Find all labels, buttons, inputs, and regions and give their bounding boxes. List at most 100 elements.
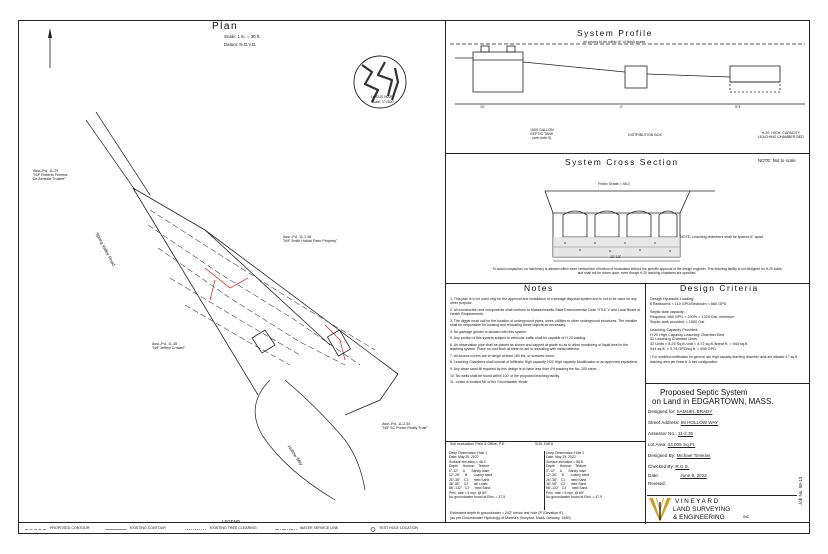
cross-section-title: System Cross Section xyxy=(565,157,679,167)
plan-title: Plan xyxy=(212,21,239,32)
divider-profile-bottom xyxy=(445,153,810,154)
field-revised: Revised: xyxy=(648,481,666,486)
company-suffix: INC. xyxy=(743,515,751,519)
criteria-line: 32 Leaching Chamber Units xyxy=(650,337,698,342)
divider-cross-bottom xyxy=(445,283,810,284)
field-designed-by: Designed By: Michael Tomkins xyxy=(648,453,711,458)
north-arrow-icon xyxy=(48,28,52,68)
criteria-line: 32 Units × 8.25 Sq.ft./unit = 4.72 sq.ft… xyxy=(650,342,749,347)
note-item: 10. No wells shall be found within 100' … xyxy=(450,373,560,378)
criteria-line: Leaching Capacity Provided: xyxy=(650,327,699,332)
soil-obs-hole-2: Deep Observation Hole 2 Date: May 25, 20… xyxy=(546,451,603,500)
criteria-line: Required: 660 GPD × 200% = 1320 Gal. min… xyxy=(650,314,735,319)
cross-section-note: NOTE: Not to scale xyxy=(758,158,796,163)
soil-obs-hole-1: Deep Observation Hole 1 Date: May 25, 20… xyxy=(449,451,506,500)
field-street-address: Street Address: 69 HOLLOW WAY xyxy=(648,420,719,425)
road-edges xyxy=(85,111,366,501)
note-item: 9. Any clean sand fill required by this … xyxy=(450,367,598,371)
note-item: 7. All access covers are to weigh at lea… xyxy=(450,353,555,358)
divider-plan-right xyxy=(445,20,446,522)
legend-item: WATER SERVICE LINE xyxy=(300,526,339,530)
divider-soil-holes xyxy=(544,451,545,510)
criteria-line: * For modified certification for general… xyxy=(650,355,798,364)
parcel-label-3: Assr.-Pcl. 11-35 "N/F Jeffrey Crowell" xyxy=(152,342,186,350)
legend-item: TEST HOLE LOCATION xyxy=(379,526,419,530)
plan-scale: Scale: 1 in. = 30 ft. xyxy=(224,34,261,39)
notes-list: 1. This plan is to be used only for the … xyxy=(450,297,642,387)
soil-heading-2: SOIL DATA xyxy=(535,442,554,446)
note-item: 5. Any portion of this system subject to… xyxy=(450,336,587,341)
legend-item: EXISTING TREE CLEARING xyxy=(210,526,257,530)
field-assessor-no: Assessor No.: 11-2.35 xyxy=(648,431,694,436)
cross-finish-grade: Finish Grade = 48.0 xyxy=(598,182,630,186)
field-date: Date: June 9, 2022 xyxy=(648,473,707,478)
note-item: 4. No garbage grinder is allowed with th… xyxy=(450,329,528,334)
company-line-3: & ENGINEERING xyxy=(673,514,725,521)
company-logo: VINEYARD LAND SURVEYING & ENGINEERING IN… xyxy=(647,495,797,523)
note-item: 11. Lease is located 56' of the Groundwa… xyxy=(450,380,529,385)
field-checked-by: Checked By: R.G.S. xyxy=(648,464,690,469)
note-item: 8. Leaching Chambers shall consist of In… xyxy=(450,360,638,365)
locus-title: LOCUS MAP xyxy=(371,95,393,99)
proposed-structures xyxy=(251,329,352,357)
profile-title: System Profile xyxy=(577,28,653,38)
legend-symbols xyxy=(25,527,376,532)
legend-item: EXISTING CONTOUR xyxy=(130,526,166,530)
job-number: Job No. 08-13 xyxy=(798,476,803,505)
note-item: 6. An observation pipe shall be placed a… xyxy=(450,342,629,352)
legend-title: LEGEND xyxy=(222,519,241,524)
profile-chamber-label: H-20 HIGH CAPACITY LEACHING CHAMBER BED xyxy=(758,131,804,139)
profile-cover-note: all covers to be within 6" of finish gra… xyxy=(583,40,646,44)
criteria-title: Design Criteria xyxy=(680,283,759,293)
parcel-label-4: Assr.-Pcl. 11-2.34 "N/F SC Prince Realty… xyxy=(382,422,428,430)
criteria-line: Septic tank capacity: xyxy=(650,309,685,314)
title-line-2: on Land in EDGARTOWN, MASS. xyxy=(652,397,774,406)
cross-caption: To avoid compaction, no machinery is all… xyxy=(492,267,782,276)
profile-dim-3: 5'/1' xyxy=(735,105,742,109)
profile-dim-1: 10' xyxy=(480,105,485,109)
profile-dim-2: 2' xyxy=(620,105,623,109)
sheet-border xyxy=(18,20,810,534)
divider-legend xyxy=(18,522,810,523)
note-item: 1. This plan is to be used only for the … xyxy=(450,297,637,306)
divider-soil-top xyxy=(445,441,645,442)
criteria-lines: Design Hydraulic Loading: 6 Bedrooms × 1… xyxy=(650,297,806,364)
soil-footer-1: Estimated depth to groundwater = 242" be… xyxy=(450,511,564,515)
divider-criteria-title xyxy=(645,383,810,384)
soil-footer-2: (as per Groundwater Hydrology of Martha'… xyxy=(450,516,571,520)
field-designed-for: Designed for: SAMUEL BRADY xyxy=(648,409,713,414)
legend-row: PROPOSED CONTOUR EXISTING CONTOUR EXISTI… xyxy=(25,526,445,533)
parcel-label-1: Assr.-Pcl. 11-29 "N/F Roberto Ferreira D… xyxy=(33,169,68,181)
system-profile-drawing xyxy=(450,43,805,105)
plan-datum: Datum: N.G.V.D. xyxy=(224,42,257,47)
cross-section-drawing xyxy=(544,190,715,262)
soil-heading: Soil evaluation: Field & Office, P.E. xyxy=(450,442,506,446)
criteria-line: 944 sq.ft. × 0.74 GPD/sq.ft. = 698 GPD xyxy=(650,347,716,352)
title-fields: Designed for: SAMUEL BRADY Street Addres… xyxy=(648,409,808,493)
criteria-line: Design Hydraulic Loading: xyxy=(650,297,695,301)
property-lines xyxy=(132,187,399,416)
note-item: 2. All construction and components shall… xyxy=(450,307,641,317)
parcel-label-2: Assr.-Pcl. 11-2.38 "N/F Smith Hollow Far… xyxy=(283,235,338,243)
field-lot-area: Lot Area: 44,005 Sq.Ft. xyxy=(648,442,696,447)
criteria-line: H-20 High Capacity Leaching Chamber Bed xyxy=(650,332,724,337)
legend-item: PROPOSED CONTOUR xyxy=(50,526,90,530)
cross-chamber-note: NOTE: Leaching chambers shall be spaced … xyxy=(680,235,764,239)
profile-tank-label: 1500 GALLON SEPTIC TANK (see note 5) xyxy=(530,128,554,140)
locus-scale: Scale: 1"=500' xyxy=(371,100,395,104)
cross-width-dim: 12'-10" xyxy=(610,255,622,259)
criteria-line: Septic tank provided = 1500 Gal. xyxy=(650,319,706,324)
criteria-line: 6 Bedrooms × 110 GPD/Bedroom = 660 GPD xyxy=(650,301,727,306)
note-item: 3. The digger must call for the location… xyxy=(450,318,638,328)
contour-lines xyxy=(147,209,376,366)
company-line-1: VINEYARD xyxy=(675,498,720,505)
company-line-2: LAND SURVEYING xyxy=(673,506,731,513)
title-line-1: Proposed Septic System xyxy=(660,388,748,397)
v-logo-icon xyxy=(649,498,671,522)
locus-map-icon xyxy=(353,55,407,109)
profile-dbox-label: DISTRIBUTION BOX xyxy=(628,133,662,137)
divider-notes-criteria xyxy=(645,283,646,524)
notes-title: Notes xyxy=(524,283,554,293)
site-plan-drawing xyxy=(48,28,407,501)
